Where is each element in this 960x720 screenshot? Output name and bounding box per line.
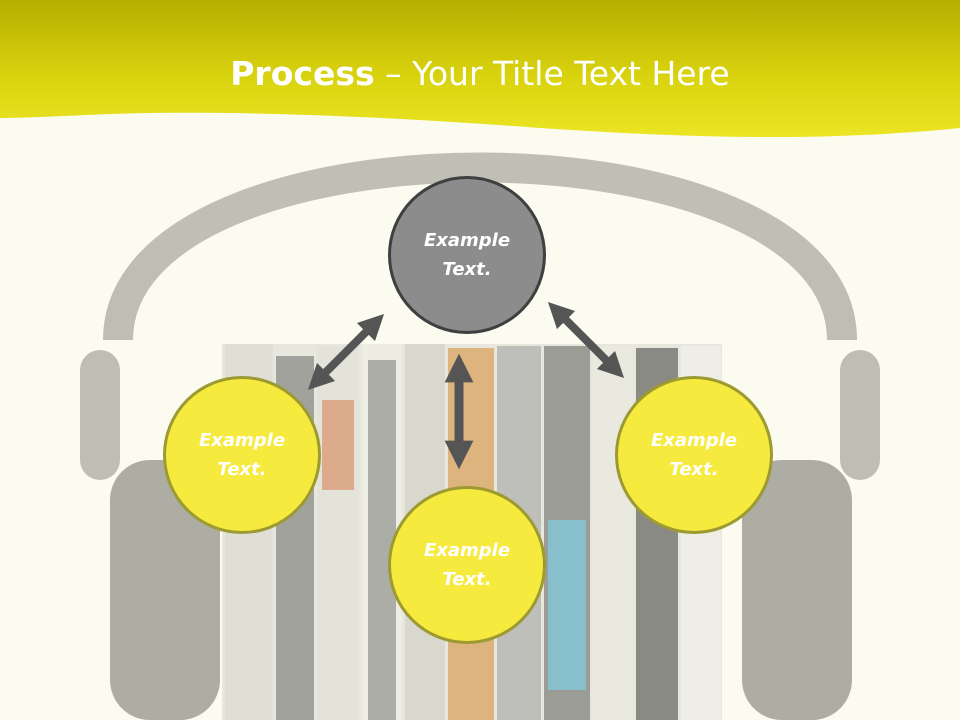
arrow-top-left — [307, 313, 385, 391]
node-top-line2: Text. — [442, 259, 492, 280]
process-node-left: Example Text. — [163, 376, 321, 534]
node-left-label: Example Text. — [182, 426, 302, 484]
node-right-line1: Example — [650, 430, 738, 451]
process-node-right: Example Text. — [615, 376, 773, 534]
node-left-line2: Text. — [217, 459, 267, 480]
node-right-label: Example Text. — [634, 426, 754, 484]
process-node-top: Example Text. — [388, 176, 546, 334]
title-banner — [0, 0, 960, 138]
title-rest-part: – Your Title Text Here — [374, 54, 730, 93]
node-bottom-label: Example Text. — [407, 536, 527, 594]
node-top-label: Example Text. — [407, 226, 527, 284]
process-node-bottom: Example Text. — [388, 486, 546, 644]
headphones — [80, 152, 880, 720]
node-top-line1: Example — [423, 230, 511, 251]
title-bold-part: Process — [230, 54, 375, 93]
node-bottom-line1: Example — [423, 540, 511, 561]
node-left-line1: Example — [198, 430, 286, 451]
node-bottom-line2: Text. — [442, 569, 492, 590]
slide-title: Process – Your Title Text Here — [0, 52, 960, 96]
node-right-line2: Text. — [669, 459, 719, 480]
arrow-top-right — [547, 301, 625, 379]
